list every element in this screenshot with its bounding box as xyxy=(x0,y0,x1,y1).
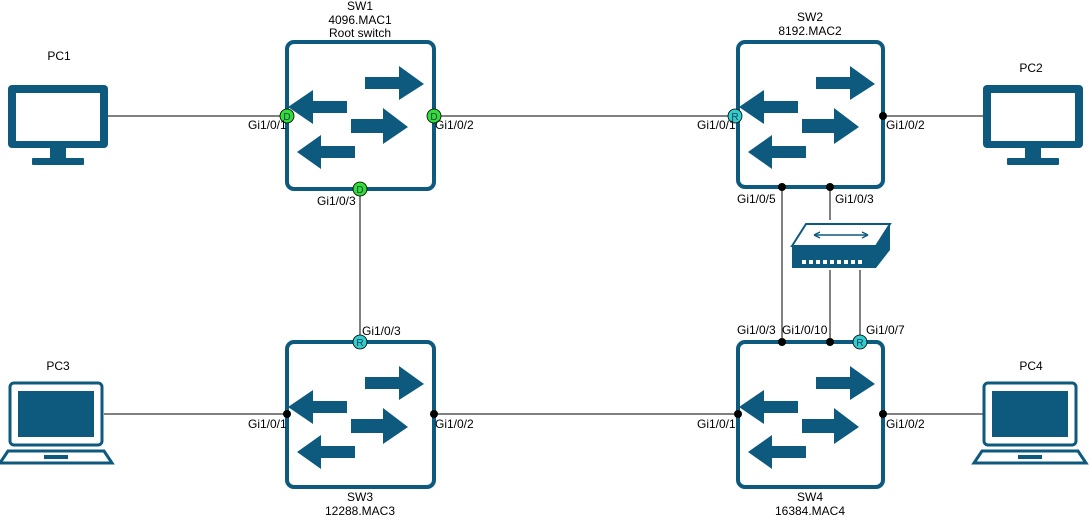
laptop-icon xyxy=(0,381,114,465)
role-badge-sw1-g1: D xyxy=(279,108,295,124)
hub[interactable] xyxy=(790,223,892,268)
svg-text:D: D xyxy=(356,185,363,196)
sw4-bridge-id: 16384.MAC4 xyxy=(775,504,845,518)
sw4-name: SW4 xyxy=(797,490,823,504)
sw2-bridge-id: 8192.MAC2 xyxy=(778,24,842,38)
port-label-sw2-g5: Gi1/0/5 xyxy=(737,192,776,206)
port-dot xyxy=(879,410,887,418)
svg-text:R: R xyxy=(856,338,863,349)
desktop-monitor-icon xyxy=(983,85,1083,165)
links xyxy=(104,115,983,415)
sw1-name: SW1 xyxy=(347,0,373,13)
pc2-label: PC2 xyxy=(1019,61,1043,75)
pc4-label: PC4 xyxy=(1019,359,1043,373)
port-dot xyxy=(826,183,834,191)
sw2[interactable] xyxy=(736,40,885,189)
hub-side xyxy=(876,224,890,268)
port-label-sw1-g3: Gi1/0/3 xyxy=(317,194,356,208)
role-badge-sw2-g1: R xyxy=(727,108,743,124)
pc1[interactable] xyxy=(8,85,108,165)
port-label-sw4-g1: Gi1/0/1 xyxy=(697,417,736,431)
role-badge-sw1-g3: D xyxy=(352,181,368,197)
port-dot xyxy=(734,410,742,418)
sw3[interactable] xyxy=(285,340,436,489)
port-dot xyxy=(879,112,887,120)
port-label-sw4-g10: Gi1/0/10 xyxy=(782,323,828,337)
pc4[interactable] xyxy=(972,381,1088,465)
svg-text:R: R xyxy=(731,112,738,123)
role-badge-sw4-g7: R xyxy=(852,334,868,350)
sw1[interactable] xyxy=(285,40,436,191)
port-label-sw2-g2: Gi1/0/2 xyxy=(886,118,925,132)
svg-text:D: D xyxy=(430,112,437,123)
svg-text:R: R xyxy=(356,338,363,349)
desktop-monitor-icon xyxy=(8,85,108,165)
port-label-sw2-g3: Gi1/0/3 xyxy=(835,192,874,206)
port-dot xyxy=(826,338,834,346)
port-labels: Gi1/0/1 Gi1/0/2 Gi1/0/3 Gi1/0/1 Gi1/0/2 … xyxy=(248,118,925,431)
port-label-sw2-g1: Gi1/0/1 xyxy=(697,118,736,132)
port-label-sw4-g2: Gi1/0/2 xyxy=(886,417,925,431)
port-label-sw3-g3: Gi1/0/3 xyxy=(362,324,401,338)
laptop-icon xyxy=(972,381,1088,465)
port-label-sw3-g2: Gi1/0/2 xyxy=(435,417,474,431)
svg-text:D: D xyxy=(283,112,290,123)
port-dot xyxy=(778,338,786,346)
sw1-bridge-id: 4096.MAC1 xyxy=(328,13,392,27)
sw3-name: SW3 xyxy=(347,490,373,504)
port-dot xyxy=(283,410,291,418)
hub-icon xyxy=(792,246,876,268)
port-label-sw1-g2: Gi1/0/2 xyxy=(435,118,474,132)
pc2[interactable] xyxy=(983,85,1083,165)
role-badge-sw1-g2: D xyxy=(426,108,442,124)
port-label-sw4-g3: Gi1/0/3 xyxy=(737,323,776,337)
pc3[interactable] xyxy=(0,381,114,465)
sw2-name: SW2 xyxy=(797,10,823,24)
port-dots xyxy=(283,112,887,418)
port-label-sw4-g7: Gi1/0/7 xyxy=(866,323,905,337)
role-badge-sw3-g3: R xyxy=(352,334,368,350)
pc3-label: PC3 xyxy=(46,359,70,373)
port-dot xyxy=(430,410,438,418)
port-label-sw1-g1: Gi1/0/1 xyxy=(248,118,287,132)
sw4[interactable] xyxy=(736,340,885,489)
port-label-sw3-g1: Gi1/0/1 xyxy=(248,417,287,431)
port-dot xyxy=(778,183,786,191)
sw1-root-note: Root switch xyxy=(329,26,391,40)
pc1-label: PC1 xyxy=(47,49,71,63)
sw3-bridge-id: 12288.MAC3 xyxy=(325,504,395,518)
